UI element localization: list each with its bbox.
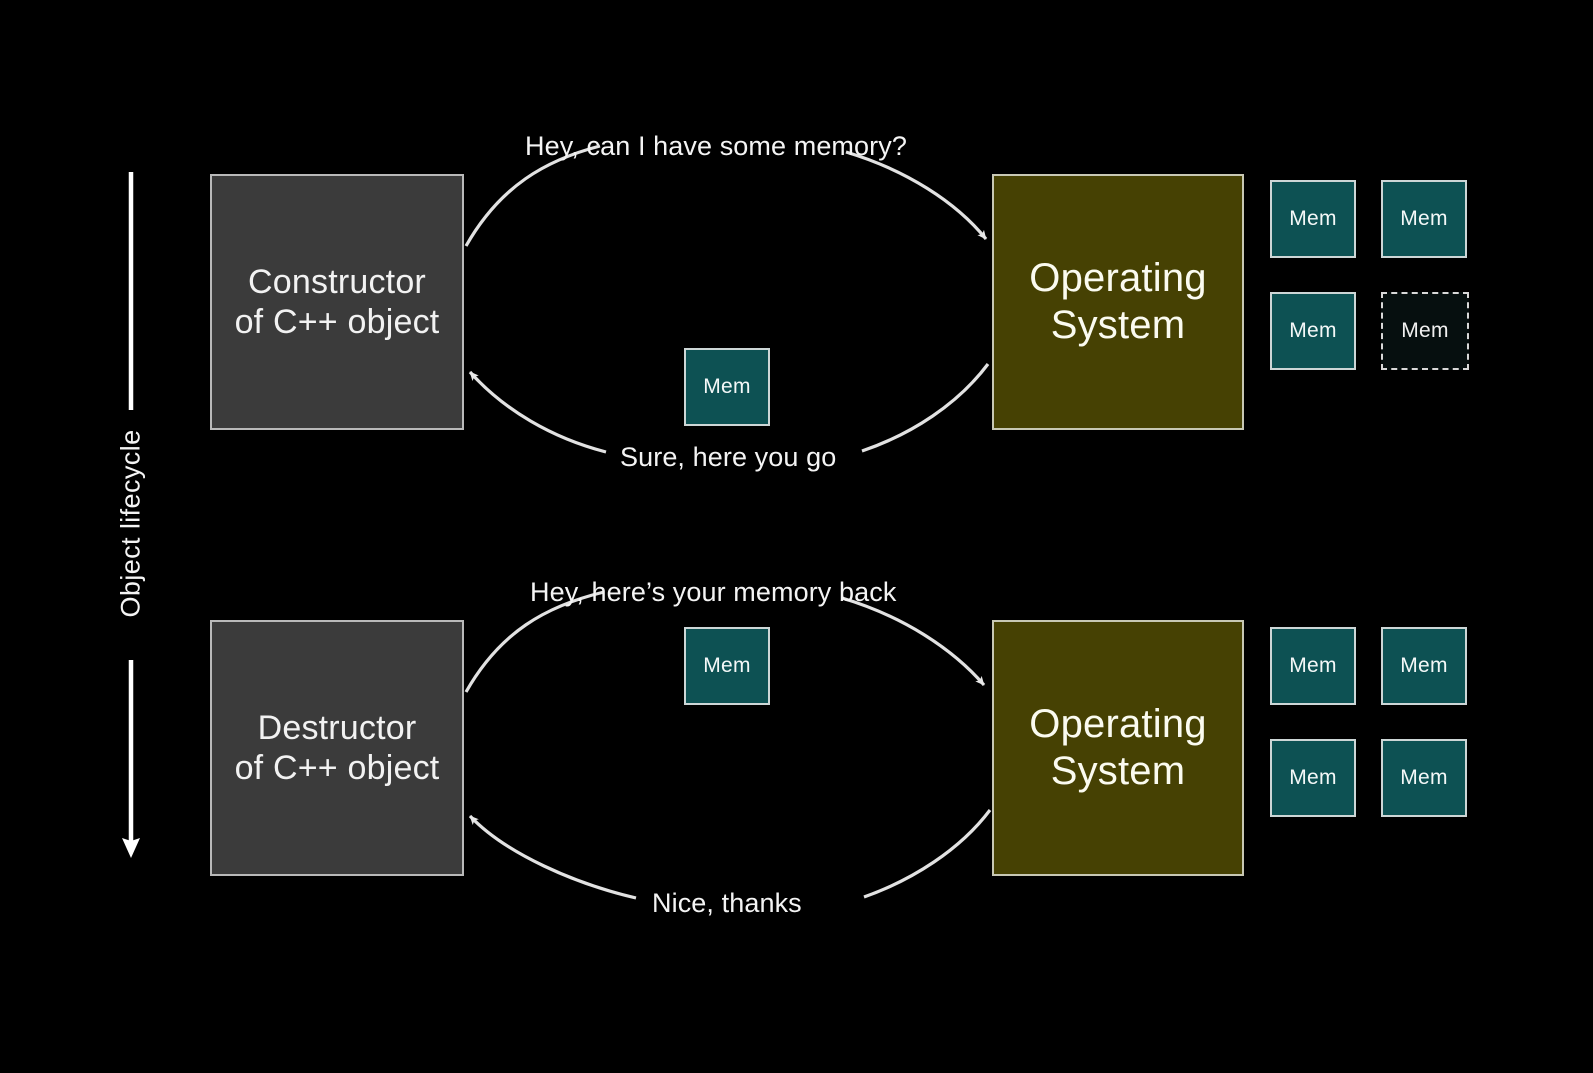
mem-pool-top-block-2[interactable]: Mem [1381, 180, 1467, 258]
constructor-box-label: Constructor of C++ object [234, 262, 440, 341]
operating-system-box-top[interactable]: Operating System [992, 174, 1244, 430]
arc-request-right-segment [845, 150, 988, 241]
mem-pool-bottom-block-1[interactable]: Mem [1270, 627, 1356, 705]
operating-system-box-top-label: Operating System [1029, 255, 1207, 347]
arc-ack-left-segment [468, 814, 637, 900]
mem-block-label: Mem [1289, 654, 1337, 677]
mem-block-label: Mem [703, 654, 751, 677]
mem-block-in-transit-allocated[interactable]: Mem [684, 348, 770, 426]
caption-request-memory: Hey, can I have some memory? [525, 131, 907, 161]
mem-block-label: Mem [1400, 654, 1448, 677]
caption-here-you-go: Sure, here you go [620, 442, 837, 472]
operating-system-box-bottom-label: Operating System [1029, 701, 1207, 793]
mem-pool-top-block-4-given-away[interactable]: Mem [1381, 292, 1469, 370]
mem-block-label: Mem [1401, 319, 1449, 342]
mem-block-label: Mem [1400, 766, 1448, 789]
mem-pool-bottom-block-2[interactable]: Mem [1381, 627, 1467, 705]
mem-pool-bottom-block-3[interactable]: Mem [1270, 739, 1356, 817]
mem-pool-top-block-1[interactable]: Mem [1270, 180, 1356, 258]
arc-response-right-segment [861, 363, 990, 453]
mem-pool-bottom-block-4[interactable]: Mem [1381, 739, 1467, 817]
mem-block-in-transit-returning[interactable]: Mem [684, 627, 770, 705]
mem-block-label: Mem [1289, 207, 1337, 230]
mem-block-label: Mem [1289, 766, 1337, 789]
operating-system-box-bottom[interactable]: Operating System [992, 620, 1244, 876]
object-lifecycle-label: Object lifecycle [115, 429, 146, 618]
caption-nice-thanks: Nice, thanks [652, 888, 802, 918]
arc-response-left-segment [468, 370, 607, 454]
mem-pool-top-block-3[interactable]: Mem [1270, 292, 1356, 370]
mem-block-label: Mem [1400, 207, 1448, 230]
constructor-box[interactable]: Constructor of C++ object [210, 174, 464, 430]
mem-block-label: Mem [1289, 319, 1337, 342]
caption-memory-back: Hey, here’s your memory back [530, 577, 897, 607]
mem-block-label: Mem [703, 375, 751, 398]
destructor-box[interactable]: Destructor of C++ object [210, 620, 464, 876]
arc-ack-destruction [468, 809, 992, 900]
arc-return-right-segment [841, 596, 986, 687]
arc-ack-right-segment [863, 809, 992, 899]
destructor-box-label: Destructor of C++ object [234, 708, 440, 787]
